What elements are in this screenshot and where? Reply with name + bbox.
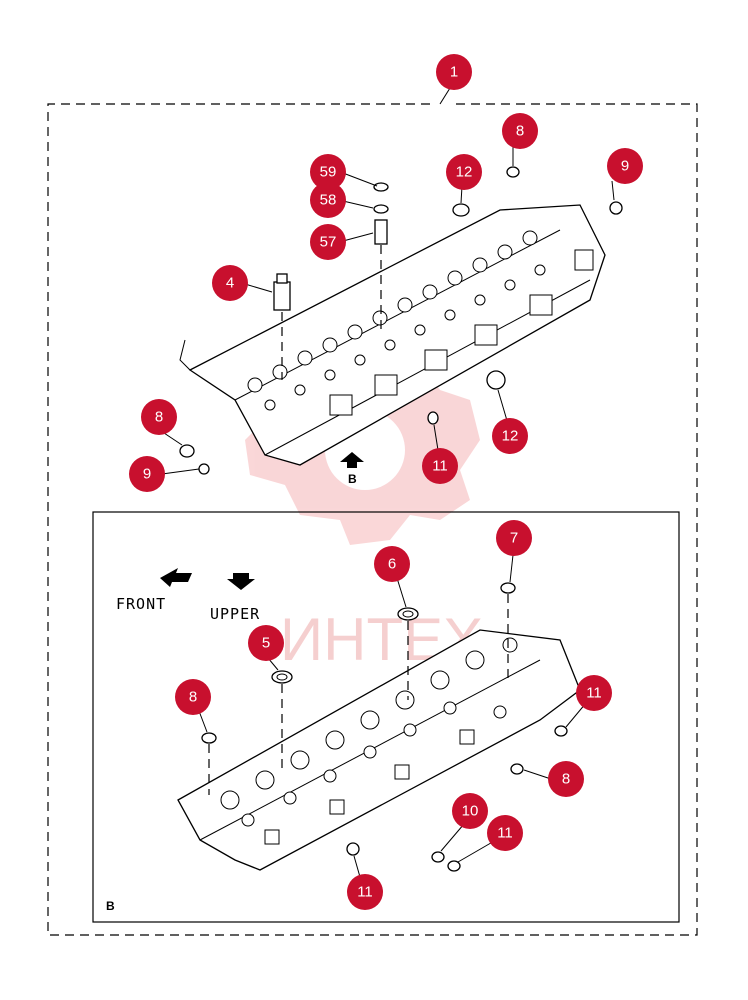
part-11-plug-detail-right [554, 725, 568, 737]
callout-10: 10 [452, 793, 488, 829]
assembly-frame [47, 103, 698, 936]
callout-11-detail-bottom: 11 [347, 874, 383, 910]
part-5-seal [271, 670, 293, 770]
callout-5: 5 [248, 625, 284, 661]
svg-text:6: 6 [388, 556, 396, 573]
callout-8-left: 8 [141, 399, 177, 435]
view-b-label: B [348, 472, 357, 486]
svg-text:12: 12 [456, 164, 473, 181]
part-12-plug-front [486, 370, 506, 390]
svg-text:10: 10 [462, 803, 479, 820]
svg-text:7: 7 [510, 530, 518, 547]
part-8-plug-top [506, 166, 520, 178]
callout-9-left: 9 [129, 456, 165, 492]
svg-text:58: 58 [320, 192, 337, 209]
part-8-plug-detail-right [510, 763, 524, 775]
part-59-washer [373, 182, 389, 192]
callout-59: 59 [310, 154, 346, 190]
part-8-plug-left [179, 444, 195, 458]
svg-text:12: 12 [502, 428, 519, 445]
part-7-plug [500, 582, 516, 680]
svg-text:8: 8 [189, 689, 197, 706]
callout-8-top: 8 [502, 113, 538, 149]
svg-text:59: 59 [320, 164, 337, 181]
callout-11-upper: 11 [422, 448, 458, 484]
part-11-plug-detail-lower-right [447, 860, 461, 872]
callout-1: 1 [436, 54, 472, 90]
upper-arrow-icon [227, 573, 255, 590]
detail-view-frame [92, 511, 680, 923]
svg-text:9: 9 [621, 158, 629, 175]
part-9-plug-left [198, 463, 210, 475]
svg-text:11: 11 [357, 884, 373, 901]
callout-9-right: 9 [607, 148, 643, 184]
part-6-seal [397, 607, 419, 700]
front-arrow-icon [160, 568, 192, 587]
leader-lines [160, 144, 615, 878]
callout-6: 6 [374, 546, 410, 582]
svg-text:11: 11 [586, 685, 602, 702]
part-9-plug-right [609, 201, 623, 215]
part-57-injector [374, 219, 388, 330]
cylinder-head-detail [177, 629, 581, 871]
svg-text:8: 8 [155, 409, 163, 426]
callout-4: 4 [212, 265, 248, 301]
part-8-plug-detail-left [201, 732, 217, 795]
callout-12-top: 12 [446, 154, 482, 190]
svg-text:5: 5 [262, 635, 270, 652]
callout-11-detail-lower-right: 11 [487, 815, 523, 851]
detail-view-label: B [106, 899, 115, 913]
svg-text:1: 1 [450, 64, 458, 81]
part-11-plug-detail-bottom [346, 842, 360, 856]
callout-8-detail-right: 8 [548, 761, 584, 797]
callout-8-detail-left: 8 [175, 679, 211, 715]
part-11-plug-upper [427, 411, 439, 425]
front-label: FRONT [116, 595, 166, 613]
svg-text:9: 9 [143, 466, 151, 483]
callout-11-detail-right: 11 [576, 675, 612, 711]
svg-text:8: 8 [562, 771, 570, 788]
svg-text:11: 11 [432, 458, 448, 475]
svg-text:8: 8 [516, 123, 524, 140]
callout-12-front: 12 [492, 418, 528, 454]
part-4-sleeve [273, 273, 291, 380]
svg-text:11: 11 [497, 825, 513, 842]
callout-58: 58 [310, 182, 346, 218]
part-12-plug-top [452, 203, 470, 217]
view-b-arrow [340, 452, 364, 468]
callout-7: 7 [496, 520, 532, 556]
svg-text:4: 4 [226, 275, 234, 292]
svg-text:57: 57 [320, 234, 337, 251]
upper-label: UPPER [210, 605, 260, 623]
part-10-plug [431, 851, 445, 863]
part-58-washer [373, 204, 389, 214]
callout-57: 57 [310, 224, 346, 260]
cylinder-head-upper [179, 204, 606, 466]
